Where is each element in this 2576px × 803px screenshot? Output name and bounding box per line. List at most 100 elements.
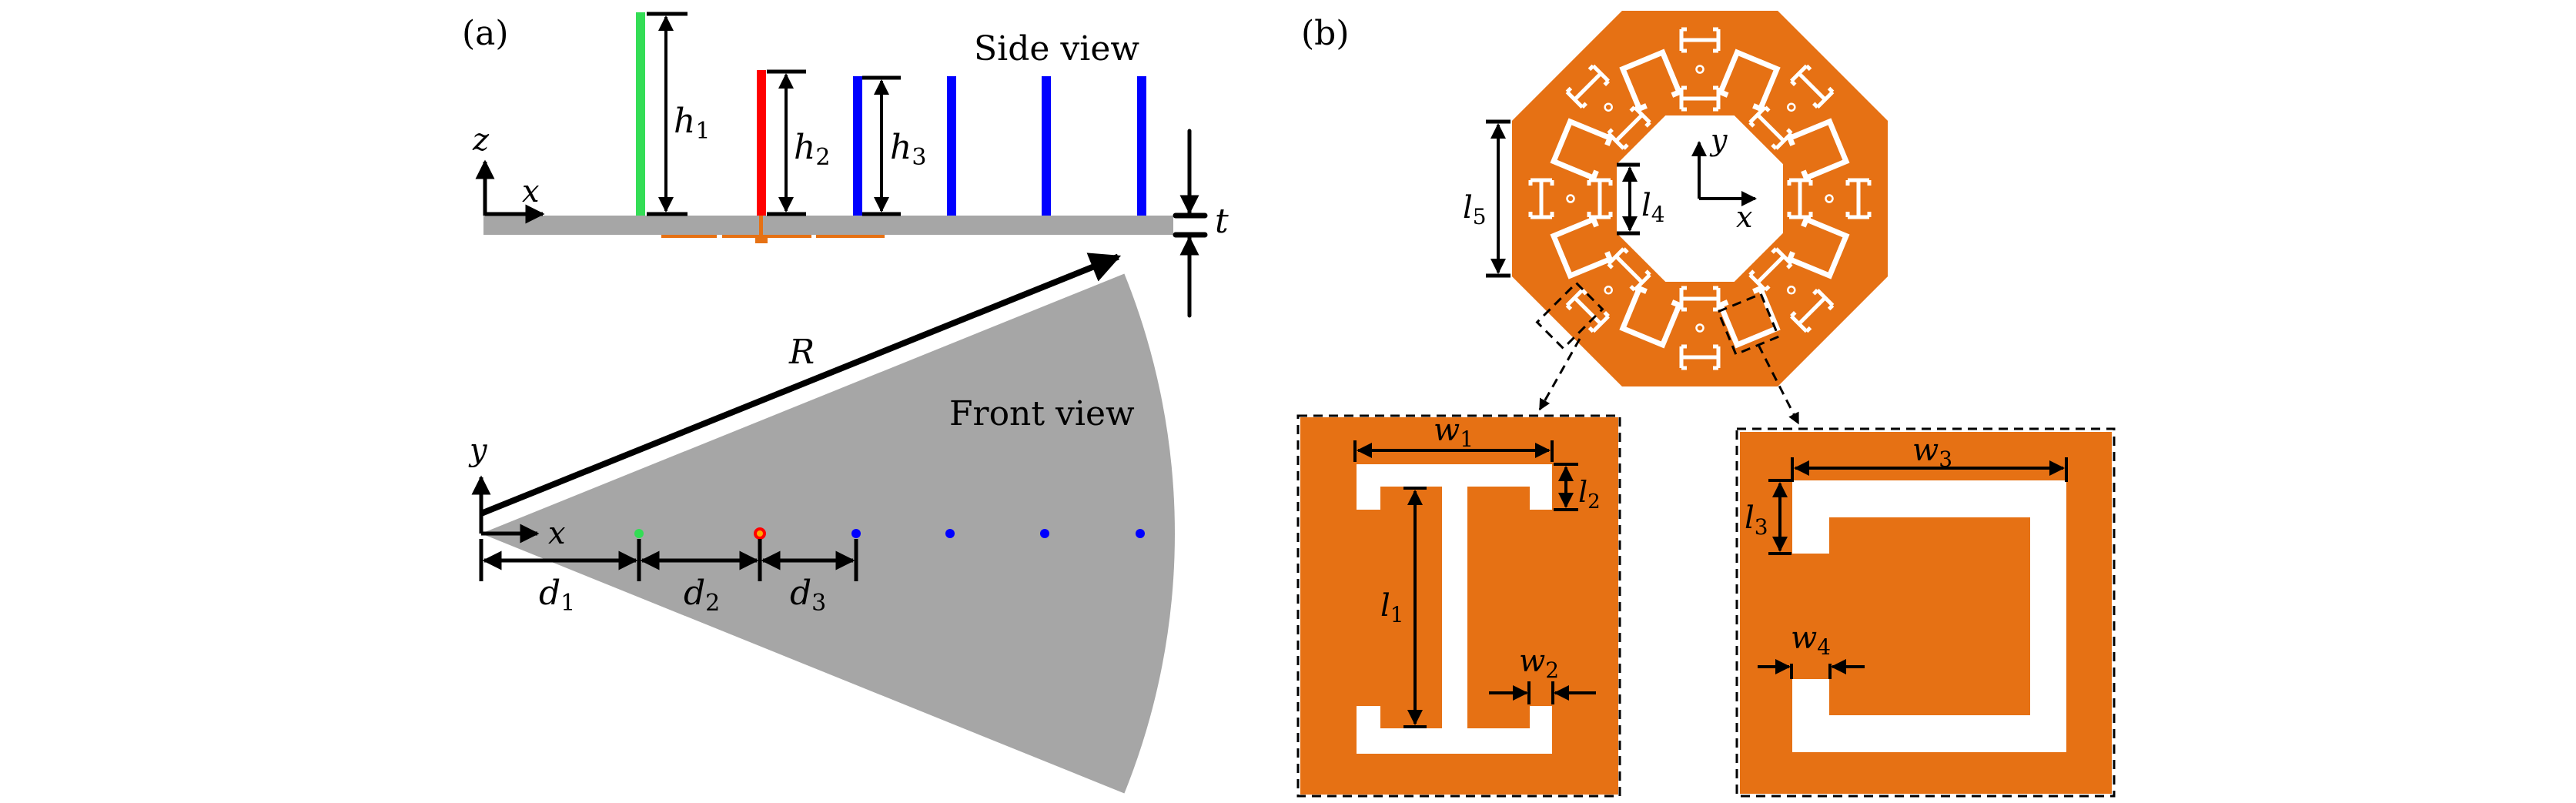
w1-label: w1: [1434, 413, 1474, 452]
i-pair-unit: [1787, 178, 1872, 219]
element-positions: [634, 527, 1145, 540]
element-dot-director: [945, 529, 955, 538]
dimension-h2: h2: [767, 69, 830, 216]
via-hole: [1604, 102, 1613, 112]
rod-driven: [757, 70, 766, 216]
panel-a-label: (a): [462, 14, 509, 53]
element-dot-director: [851, 529, 861, 538]
rod-director: [947, 76, 956, 216]
split-ring-slot: [1619, 285, 1683, 349]
ground-sector: [481, 273, 1176, 794]
h2-label: h2: [794, 128, 830, 171]
x-axis-label-b: x: [1736, 200, 1752, 234]
w3-label: w3: [1912, 433, 1952, 472]
dimension-l1: l1: [1380, 487, 1427, 728]
split-ring-unit: [1550, 118, 1614, 182]
i-pair-unit: [1748, 64, 1835, 150]
feed-connector: [755, 235, 768, 243]
panel-b: (b) l5 l4 y x: [1296, 11, 2116, 798]
i-pair-unit: [1679, 27, 1721, 112]
i-slot: [1565, 289, 1610, 333]
dimension-l3: l3: [1745, 479, 1791, 555]
front-view: R Front view y x d1 d2 d3: [468, 253, 1176, 794]
i-pair-unit: [1679, 286, 1721, 370]
inset-i-slot: w1 l2 l1 w2: [1296, 413, 1621, 798]
i-slot: [1679, 286, 1721, 312]
split-ring-slot: [1619, 49, 1683, 112]
x-axis-label-front: x: [548, 516, 566, 551]
w2-label: w2: [1519, 644, 1559, 683]
i-slot: [1565, 64, 1610, 109]
via-hole: [1787, 102, 1796, 112]
radius-label: R: [788, 333, 815, 372]
l5-label: l5: [1463, 190, 1487, 229]
split-ring-unit: [1550, 216, 1614, 279]
d2-label: d2: [684, 574, 720, 617]
dimension-t: t: [1173, 129, 1229, 318]
x-axis-label: x: [522, 174, 540, 209]
via-hole: [1695, 323, 1705, 333]
spacing-dimensions: d1 d2 d3: [479, 539, 858, 617]
i-slot: [1607, 105, 1651, 150]
y-axis-label-b: y: [1709, 123, 1728, 157]
split-ring-unit: [1717, 285, 1781, 349]
radius-arrow-icon: [480, 253, 1122, 517]
dimension-h3: h3: [862, 75, 926, 216]
i-slot: [1528, 178, 1554, 219]
dipole-rods: [636, 12, 1146, 216]
split-ring-slot: [1717, 285, 1781, 349]
i-slot: [1679, 85, 1721, 112]
i-slot: [1790, 289, 1835, 333]
element-dot-reflector: [634, 529, 644, 538]
dimension-w4: w4: [1758, 621, 1865, 679]
leader-line-left: [1538, 338, 1581, 411]
dimension-w3: w3: [1791, 433, 2068, 482]
feed-strip: [722, 235, 755, 238]
h3-label: h3: [890, 128, 926, 171]
side-view: z x h1 h2 h3 Side view: [472, 12, 1229, 318]
i-slot: [1679, 27, 1721, 53]
i-pair-unit: [1528, 178, 1613, 219]
split-ring-slot: [1786, 118, 1850, 182]
l2-label: l2: [1578, 475, 1601, 514]
d1-label: d1: [539, 574, 575, 617]
dimension-l5: l5: [1463, 119, 1510, 278]
l3-label: l3: [1745, 500, 1768, 540]
i-slot: [1587, 178, 1613, 219]
inset-i-border: [1296, 414, 1621, 798]
side-view-title: Side view: [974, 29, 1139, 69]
h1-label: h1: [674, 102, 710, 145]
i-pair-unit: [1565, 64, 1651, 150]
feed-strip: [661, 235, 717, 238]
inset-split-ring-border: [1735, 427, 2116, 798]
y-axis-label-front: y: [468, 433, 488, 468]
split-ring-unit: [1619, 285, 1683, 349]
via-hole: [1787, 286, 1796, 295]
feed-probe: [759, 216, 763, 237]
dimension-l2: l2: [1554, 463, 1601, 514]
i-shaped-slot: [1357, 464, 1552, 754]
front-view-title: Front view: [949, 394, 1135, 433]
via-hole: [1566, 194, 1575, 203]
panel-b-label: (b): [1301, 14, 1350, 53]
d3-label: d3: [790, 574, 826, 617]
i-pair-unit: [1565, 247, 1651, 333]
via-hole: [1604, 286, 1613, 295]
split-ring-slot: [1550, 216, 1614, 279]
i-slot: [1790, 64, 1835, 109]
rod-reflector: [636, 12, 645, 216]
split-ring-unit: [1786, 118, 1850, 182]
split-ring-slot: [1717, 49, 1781, 112]
dimension-w1: w1: [1353, 413, 1554, 462]
element-dot-director: [1136, 529, 1145, 538]
t-label: t: [1215, 202, 1229, 241]
split-ring-slot: [1550, 118, 1614, 182]
ring-unit-cells: [1528, 27, 1872, 370]
split-ring-unit: [1619, 49, 1683, 112]
w4-label: w4: [1791, 621, 1831, 660]
panel-a: (a) z x h1 h2: [462, 12, 1229, 794]
dimension-h1: h1: [647, 12, 710, 216]
via-hole: [1695, 65, 1705, 74]
feed-strip: [816, 235, 885, 238]
